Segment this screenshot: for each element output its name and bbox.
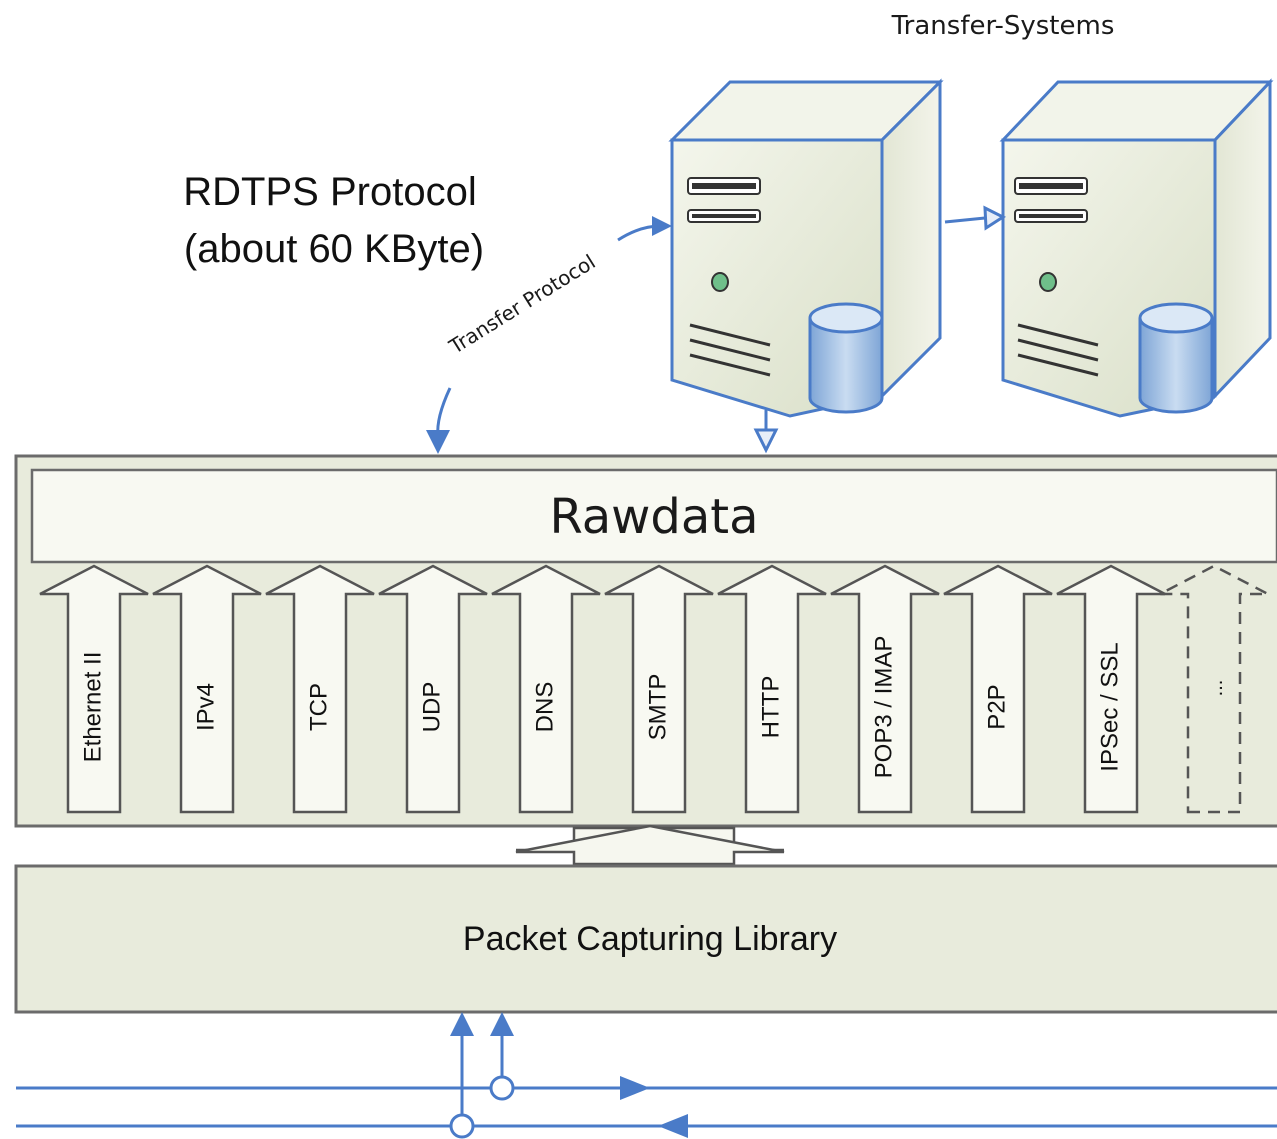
protocol-arrow: HTTP [717,564,827,814]
protocol-label: P2P [983,684,1010,729]
protocol-label: IPSec / SSL [1096,642,1123,771]
tap-point-icon [489,1075,515,1101]
rawdata-label: Rawdata [549,489,758,545]
protocol-label: POP3 / IMAP [870,636,897,779]
protocol-arrow: P2P [943,564,1053,814]
tap-point-icon [449,1113,475,1139]
capture-to-analysis-arrow [515,824,785,866]
server-2-icon [999,78,1274,418]
inbound-direction-icon [658,1114,688,1138]
protocol-arrow: TCP [265,564,375,814]
protocol-arrow: POP3 / IMAP [830,564,940,814]
protocol-label: IPv4 [192,683,219,731]
protocol-arrow: UDP [378,564,488,814]
protocol-arrow: SMTP [604,564,714,814]
more-protocols-arrow: ... [1159,564,1269,814]
transfer-protocol-arrow [426,216,672,454]
server-1-icon [668,78,944,418]
rdtps-size-label: (about 60 KByte) [184,227,484,271]
rdtps-protocol-label: RDTPS Protocol [183,170,476,214]
rawdata-box [30,468,1277,564]
server-replication-arrow [944,205,1007,231]
database-2-icon [1138,302,1214,414]
protocol-label: Ethernet II [79,652,106,763]
more-protocols-label: ... [1205,680,1227,697]
protocol-arrow: IPv4 [152,564,262,814]
packet-capture-box [14,864,1277,1014]
protocol-label: HTTP [757,676,784,739]
protocol-arrow: DNS [491,564,601,814]
transfer-systems-label: Transfer-Systems [891,11,1115,41]
network-lines [16,1012,1277,1139]
database-1-icon [808,302,884,414]
protocol-label: SMTP [644,674,671,741]
protocol-label: UDP [418,682,445,733]
protocol-label: DNS [531,682,558,733]
server-to-rawdata-arrow [753,410,779,454]
protocol-arrow: Ethernet II [39,564,149,814]
protocol-arrows: Ethernet II IPv4 TCP UDP DNS SMTP HTTP POP3 / I… [39,564,1166,814]
packet-capture-label: Packet Capturing Library [463,920,837,958]
outbound-direction-icon [620,1076,650,1100]
protocol-label: TCP [305,683,332,731]
protocol-arrow: IPSec / SSL [1056,564,1166,814]
